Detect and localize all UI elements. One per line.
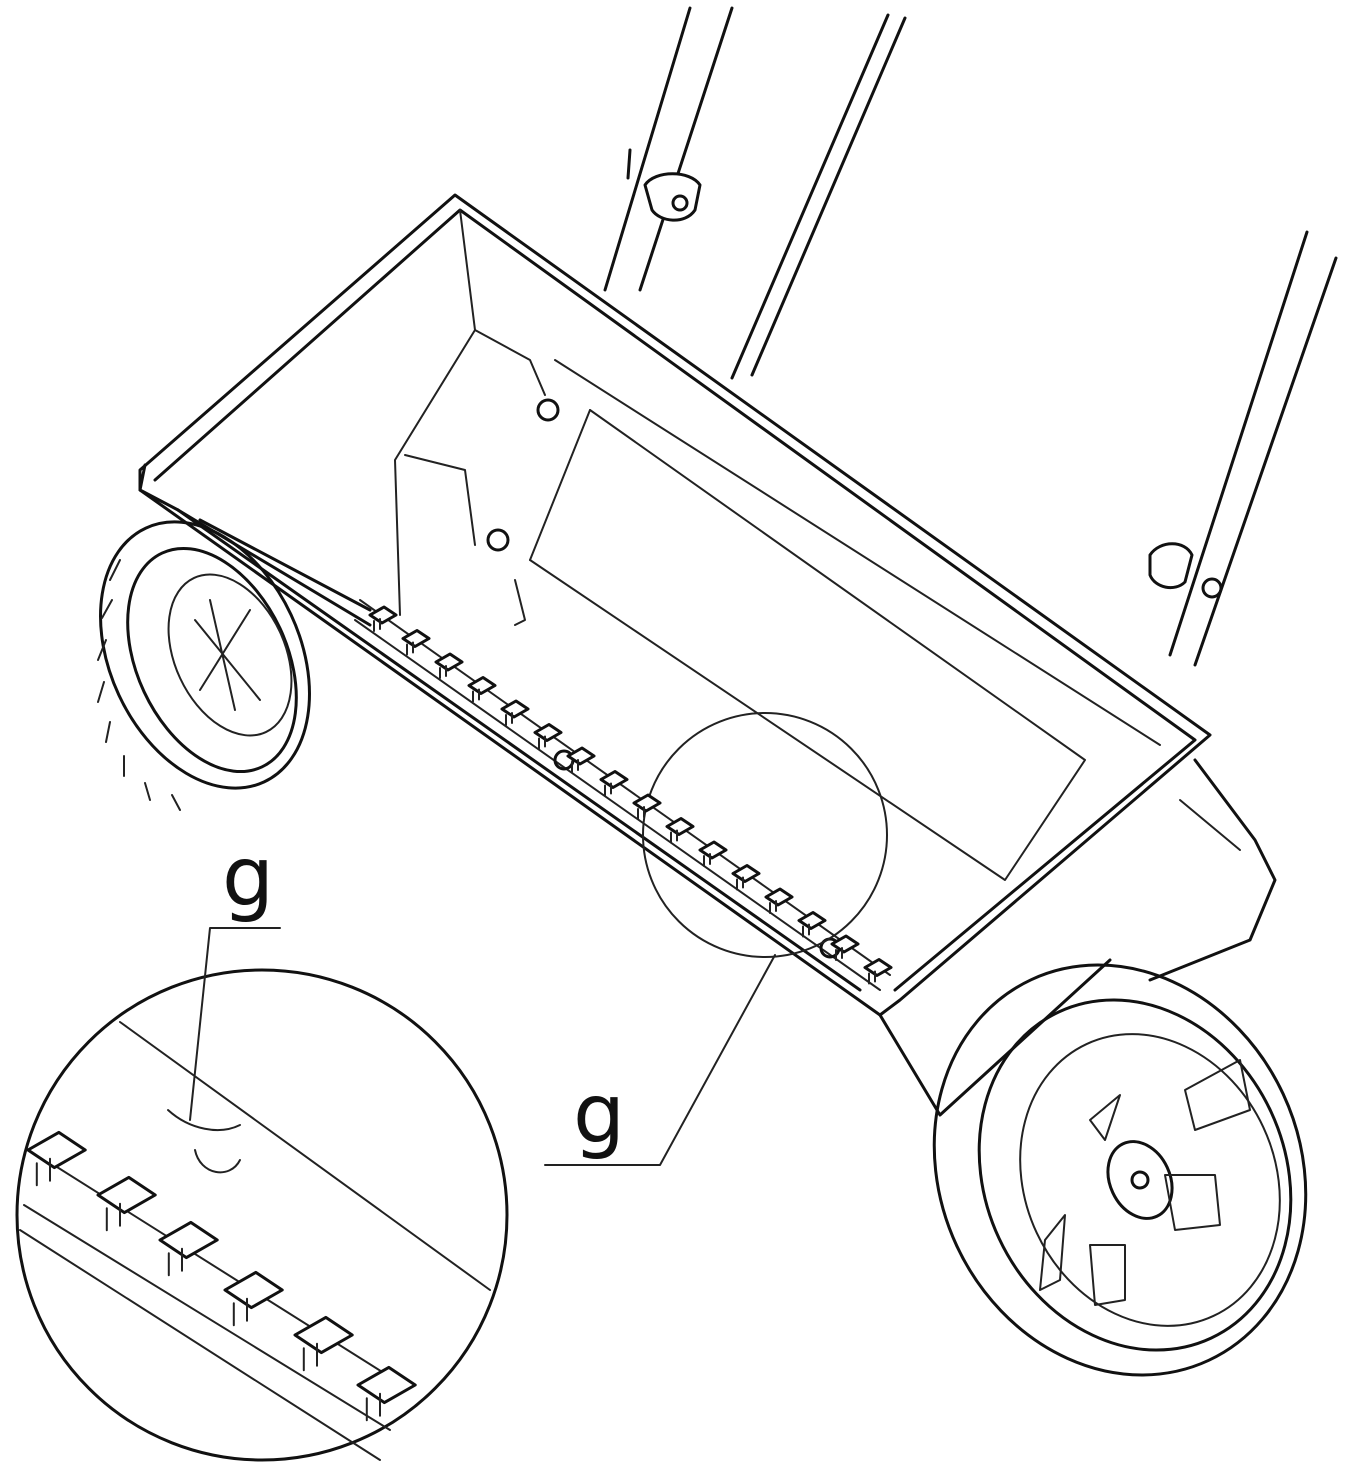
- handle-frame: [603, 6, 1338, 667]
- spike-tab: [797, 911, 827, 938]
- detail-view: [15, 968, 509, 1462]
- spike-tab-detail: [293, 1315, 354, 1372]
- spike-tab: [764, 887, 794, 914]
- spike-tab-detail: [356, 1365, 417, 1422]
- spike-tab: [566, 746, 596, 773]
- spike-tab-detail: [158, 1220, 219, 1277]
- spike-tab-detail: [223, 1270, 284, 1327]
- spike-tab: [533, 723, 563, 750]
- spike-tab: [731, 864, 761, 891]
- right-wheel: [932, 963, 1308, 1377]
- spike-tab: [863, 958, 893, 985]
- spike-tab: [830, 934, 860, 961]
- hopper: [138, 193, 1277, 1117]
- spike-tab: [368, 605, 398, 632]
- callout-label-main: g: [573, 1067, 625, 1162]
- spike-tab-detail: [26, 1130, 87, 1187]
- spike-tab: [599, 770, 629, 797]
- leader-line-main: [544, 954, 776, 1166]
- spike-tab: [698, 840, 728, 867]
- spike-tab: [401, 629, 431, 656]
- spike-tab: [632, 793, 662, 820]
- leader-line-detail: [189, 927, 281, 1121]
- callout-label-detail: g: [222, 830, 274, 925]
- spike-tab-detail: [96, 1175, 157, 1232]
- spike-tab: [434, 652, 464, 679]
- detail-marker-circle: [642, 712, 888, 958]
- spike-tab: [467, 676, 497, 703]
- left-wheel: [97, 520, 311, 811]
- spike-tab: [665, 817, 695, 844]
- spike-tab: [500, 699, 530, 726]
